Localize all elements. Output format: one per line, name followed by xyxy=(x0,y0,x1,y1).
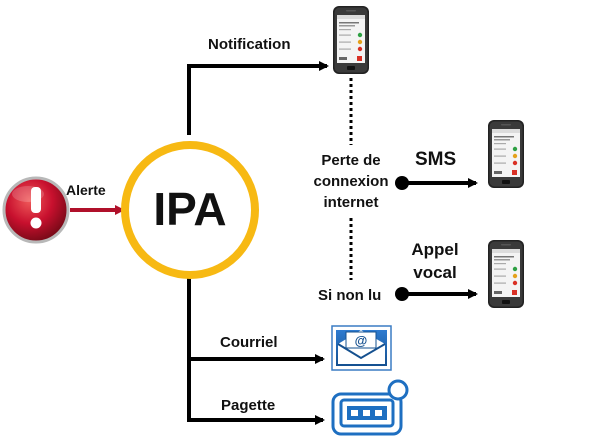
smartphone-icon-voice xyxy=(488,240,524,308)
email-envelope-icon: @ xyxy=(331,325,392,371)
alert-exclamation-icon xyxy=(2,176,70,244)
voice-line-1: Appel xyxy=(411,240,459,259)
ipa-hub-ring xyxy=(121,141,259,279)
alert-label: Alerte xyxy=(66,182,106,198)
unread-label: Si non lu xyxy=(318,287,382,304)
top-connector xyxy=(187,61,329,135)
hub-title: IPA xyxy=(153,183,227,235)
smartphone-icon-notification xyxy=(333,6,369,74)
bottom-connector xyxy=(187,274,325,425)
svg-text:@: @ xyxy=(355,333,368,348)
voice-label: Appel vocal xyxy=(410,238,460,284)
voice-line-2: vocal xyxy=(413,263,457,282)
connection-loss-line-3: internet xyxy=(323,194,379,211)
sms-label: SMS xyxy=(415,149,457,170)
smartphone-icon-sms xyxy=(488,120,524,188)
connection-loss-label: Perte de connexion internet xyxy=(310,150,392,213)
email-label: Courriel xyxy=(220,334,278,351)
pager-label: Pagette xyxy=(221,397,276,414)
pager-icon xyxy=(331,379,409,436)
connection-loss-line-1: Perte de xyxy=(321,152,381,169)
notification-label: Notification xyxy=(208,36,291,53)
connection-loss-line-2: connexion xyxy=(313,173,389,190)
